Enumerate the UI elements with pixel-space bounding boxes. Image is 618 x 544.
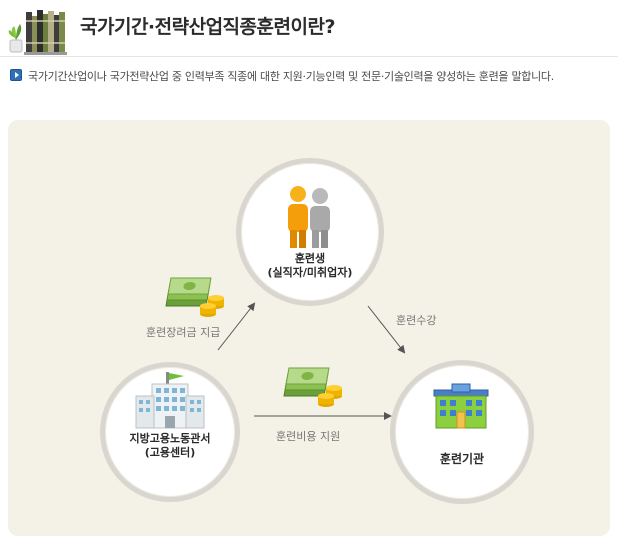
- header: 국가기간·전략산업직종훈련이란?: [0, 0, 618, 57]
- labor-office-subtitle: (고용센터): [144, 446, 196, 459]
- labor-office-label: 지방고용노동관서 (고용센터): [100, 432, 240, 460]
- trainee-title: 훈련생: [294, 252, 326, 265]
- trainee-subtitle: (실직자/미취업자): [267, 266, 353, 279]
- arrow-enrollment: [367, 305, 406, 354]
- trainees-people-icon: [288, 186, 330, 248]
- labor-office-title: 지방고용노동관서: [129, 432, 211, 445]
- header-divider: [0, 56, 618, 57]
- office-building-icon: [135, 372, 205, 429]
- edge-label-cost-support: 훈련비용 지원: [276, 430, 341, 443]
- trainee-label: 훈련생 (실직자/미취업자): [236, 252, 384, 280]
- bullet-arrow-icon: [10, 69, 22, 81]
- money-bundle-icon: [283, 367, 342, 407]
- edge-label-enrollment: 훈련수강: [396, 314, 437, 327]
- training-institution-label: 훈련기관: [439, 452, 485, 466]
- description-text: 국가기간산업이나 국가전략산업 중 인력부족 직종에 대한 지원·기능인력 및 …: [28, 70, 554, 83]
- bookshelf-plant-icon: [8, 10, 67, 55]
- edge-label-incentive: 훈련장려금 지급: [146, 326, 221, 339]
- arrow-incentive: [217, 302, 256, 351]
- page-title: 국가기간·전략산업직종훈련이란?: [80, 16, 335, 38]
- training-institution-building-icon: [433, 383, 489, 429]
- money-bundle-icon: [165, 277, 224, 317]
- trainee-node: [236, 158, 384, 306]
